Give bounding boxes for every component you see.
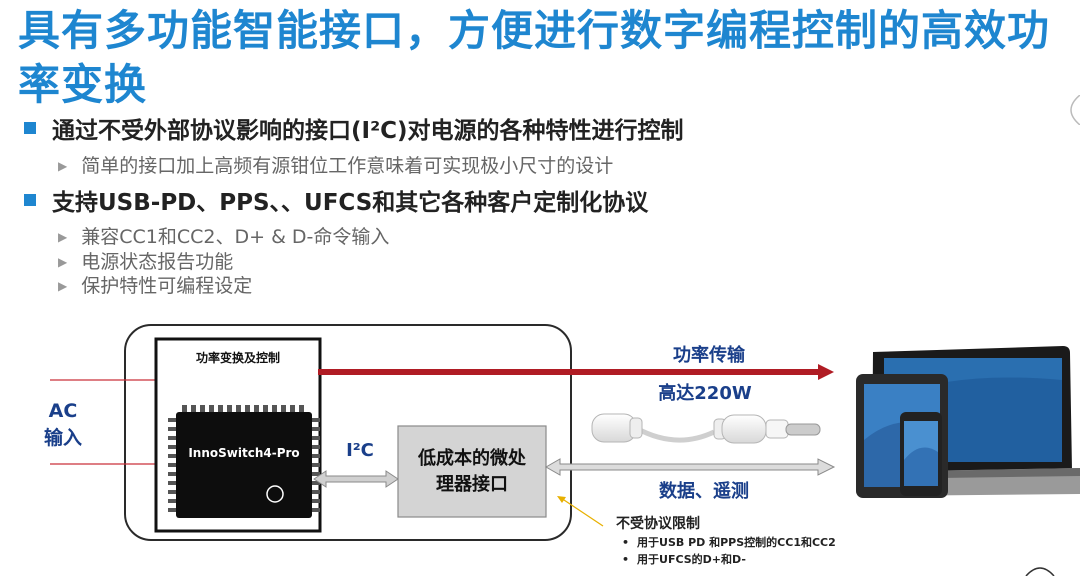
- chip-pin: [168, 454, 176, 458]
- sub-bullet-1-1: ▶ 简单的接口加上高频有源钳位工作意味着可实现极小尺寸的设计: [58, 154, 613, 178]
- triangle-bullet-icon: ▶: [58, 255, 68, 269]
- bullet-2: 支持USB-PD、PPS、、UFCS和其它各种客户定制化协议: [24, 188, 648, 218]
- chip-pin: [312, 472, 320, 476]
- devices-illustration: [856, 346, 1080, 498]
- power-box-label: 功率变换及控制: [196, 350, 280, 365]
- sub-bullet-text: 兼容CC1和CC2、D+ & D-命令输入: [81, 226, 390, 248]
- page-title: 具有多功能智能接口，方便进行数字编程控制的高效功率变换: [18, 6, 1051, 109]
- data-arrow: [544, 458, 836, 476]
- chip-pin: [168, 499, 176, 503]
- chip-pin: [312, 436, 320, 440]
- triangle-bullet-icon: ▶: [58, 279, 68, 293]
- chip-pin: [312, 499, 320, 503]
- power-transfer-label: 功率传输: [673, 344, 746, 366]
- chip-pin: [312, 454, 320, 458]
- bullet-1: 通过不受外部协议影响的接口(I²C)对电源的各种特性进行控制: [24, 116, 684, 146]
- chip-pin: [182, 405, 187, 413]
- chip-pin: [168, 427, 176, 431]
- chip-pin: [168, 463, 176, 467]
- chip-pin: [209, 405, 214, 413]
- chip-pin: [168, 508, 176, 512]
- chip-pin: [168, 436, 176, 440]
- chip-label: InnoSwitch4-Pro: [188, 446, 299, 460]
- power-rating-label: 高达220W: [658, 382, 752, 404]
- chip-pin: [254, 405, 259, 413]
- chip-pin: [312, 427, 320, 431]
- chip-pin: [168, 445, 176, 449]
- chip-pins: [168, 405, 320, 512]
- chip-pin: [245, 405, 250, 413]
- phone-icon: [900, 412, 942, 496]
- chip-pin: [227, 405, 232, 413]
- protocol-annotation: 不受协议限制 用于USB PD 和PPS控制的CC1和CC2 用于UFCS的D+…: [616, 514, 836, 568]
- chip-pin: [299, 405, 304, 413]
- chip-pin: [168, 481, 176, 485]
- sub-bullet-2-2: ▶ 电源状态报告功能: [58, 250, 233, 274]
- chip-pin: [290, 405, 295, 413]
- sub-bullet-text: 电源状态报告功能: [81, 251, 234, 273]
- usb-c-cable-icon: [591, 413, 821, 444]
- annotation-item: 用于UFCS的D+和D-: [616, 551, 836, 568]
- power-arrow-head: [818, 364, 834, 380]
- annotation-title: 不受协议限制: [616, 516, 700, 532]
- slide-edge-decoration: [1070, 95, 1080, 125]
- chip-pin: [312, 481, 320, 485]
- corner-decoration: [1025, 567, 1055, 576]
- chip-pin: [312, 508, 320, 512]
- bullet-1-text: 通过不受外部协议影响的接口(I²C)对电源的各种特性进行控制: [52, 118, 684, 144]
- mcu-box: [397, 425, 547, 518]
- mcu-label-line1: 低成本的微处: [417, 447, 527, 469]
- sub-bullet-2-1: ▶ 兼容CC1和CC2、D+ & D-命令输入: [58, 225, 389, 249]
- bullet-square-icon: [24, 194, 36, 206]
- data-label: 数据、遥测: [659, 480, 749, 502]
- chip-pin: [168, 472, 176, 476]
- sub-bullet-2-3: ▶ 保护特性可编程设定: [58, 274, 252, 298]
- mcu-label-line2: 理器接口: [436, 473, 508, 495]
- chip-pin: [168, 490, 176, 494]
- chip-pin: [272, 405, 277, 413]
- chip-pin: [236, 405, 241, 413]
- innoswitch-chip: [176, 412, 312, 518]
- chip-pin: [312, 463, 320, 467]
- chip-pin: [191, 405, 196, 413]
- sub-bullet-text: 简单的接口加上高频有源钳位工作意味着可实现极小尺寸的设计: [81, 155, 614, 177]
- ac-label-input: 输入: [44, 426, 82, 449]
- annotation-item: 用于USB PD 和PPS控制的CC1和CC2: [616, 534, 836, 551]
- chip-pin1-mark: [266, 485, 284, 503]
- chip-pin: [312, 490, 320, 494]
- annotation-pointer: [560, 497, 604, 527]
- ac-label: AC: [49, 400, 78, 422]
- i2c-label: I²C: [346, 440, 374, 461]
- bullet-2-text: 支持USB-PD、PPS、、UFCS和其它各种客户定制化协议: [52, 190, 649, 216]
- chip-pin: [312, 445, 320, 449]
- chip-pin: [312, 418, 320, 422]
- bullet-square-icon: [24, 122, 36, 134]
- chip-pin: [218, 405, 223, 413]
- annotation-pointer-head: [557, 496, 566, 503]
- chip-pin: [200, 405, 205, 413]
- chip-pin: [168, 418, 176, 422]
- chip-pin: [263, 405, 268, 413]
- triangle-bullet-icon: ▶: [58, 230, 68, 244]
- sub-bullet-text: 保护特性可编程设定: [81, 275, 253, 297]
- triangle-bullet-icon: ▶: [58, 159, 68, 173]
- chip-pin: [281, 405, 286, 413]
